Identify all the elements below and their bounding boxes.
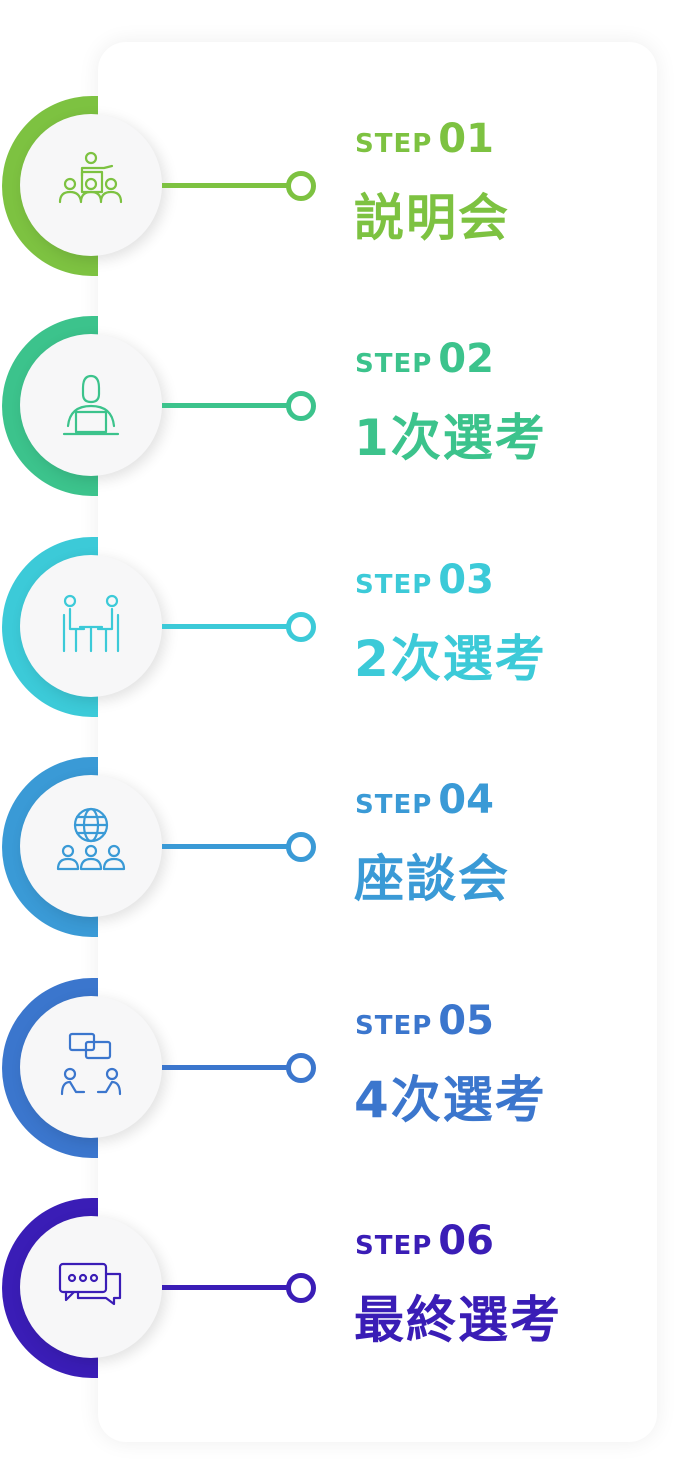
step-word: STEP [355, 569, 433, 600]
step-number: 06 [438, 1218, 494, 1264]
steps-card [98, 42, 657, 1442]
connector-line [162, 1285, 290, 1290]
step-word: STEP [355, 349, 433, 380]
step-word: STEP [355, 129, 433, 159]
step-icon-disc [20, 334, 162, 477]
step-icon-disc [20, 554, 162, 697]
connector-node [286, 1052, 316, 1083]
step-title: 2次選考 [354, 629, 547, 688]
interview-table-icon [62, 594, 120, 652]
globe-people-icon [56, 808, 126, 871]
step-title: 最終選考 [354, 1291, 562, 1349]
step-word: STEP [355, 790, 433, 821]
connector-line [162, 1064, 290, 1070]
person-laptop-icon [62, 375, 120, 436]
connector-line [162, 844, 290, 850]
connector-node [286, 832, 316, 863]
step-title: 4次選考 [354, 1070, 547, 1129]
step-icon-disc [20, 995, 162, 1138]
step-title: 1次選考 [354, 409, 547, 468]
connector-node [286, 391, 316, 422]
connector-node [286, 171, 316, 201]
chat-bubbles-icon [58, 1262, 122, 1306]
step-icon-disc [20, 775, 162, 918]
step-word: STEP [355, 1231, 433, 1261]
discussion-people-icon [60, 1032, 122, 1095]
step-number: 01 [438, 116, 494, 162]
connector-line [162, 403, 290, 409]
step-number: 04 [438, 777, 494, 824]
step-icon-disc [20, 1216, 162, 1358]
step-title: 説明会 [354, 189, 510, 247]
step-icon-disc [20, 114, 162, 256]
connector-node [286, 611, 316, 642]
step-title: 座談会 [354, 850, 510, 909]
step-word: STEP [355, 1010, 433, 1041]
step-number: 05 [438, 997, 494, 1044]
connector-line [162, 183, 290, 188]
step-number: 02 [438, 336, 494, 383]
connector-node [286, 1273, 316, 1303]
presentation-audience-icon [58, 151, 123, 204]
step-number: 03 [438, 556, 494, 603]
connector-line [162, 623, 290, 629]
